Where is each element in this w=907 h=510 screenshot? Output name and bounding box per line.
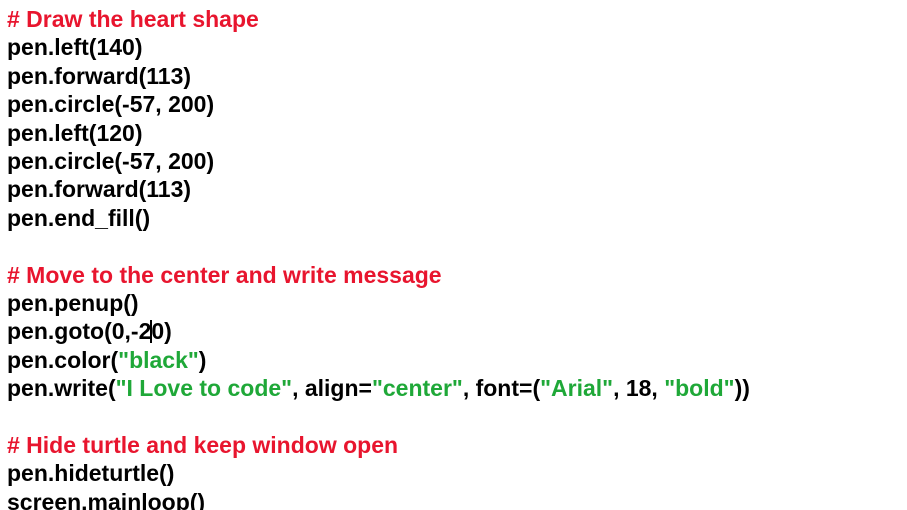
code-token: pen.hideturtle() bbox=[7, 460, 175, 487]
code-token: pen.color( bbox=[7, 346, 119, 373]
comment-token: # Hide turtle and keep window open bbox=[7, 431, 399, 458]
string-token: "bold" bbox=[664, 375, 735, 402]
code-token: screen.mainloop() bbox=[7, 488, 206, 510]
code-line[interactable]: pen.goto(0,-20) bbox=[7, 317, 907, 345]
code-line[interactable]: # Draw the heart shape bbox=[7, 5, 907, 33]
string-token: "I Love to code" bbox=[115, 375, 293, 402]
code-line[interactable]: pen.forward(113) bbox=[7, 175, 907, 203]
text-cursor bbox=[150, 320, 153, 344]
code-line[interactable]: screen.mainloop() bbox=[7, 488, 907, 510]
code-token: , align= bbox=[292, 375, 372, 402]
code-token: pen.left(120) bbox=[7, 119, 143, 146]
code-token: pen.end_fill() bbox=[7, 204, 151, 231]
code-token: pen.write( bbox=[7, 375, 116, 402]
comment-token: # Draw the heart shape bbox=[7, 6, 259, 32]
code-token: )) bbox=[734, 375, 750, 402]
code-line[interactable]: pen.circle(-57, 200) bbox=[7, 90, 907, 118]
code-token: 0) bbox=[151, 318, 172, 345]
code-token: , 18, bbox=[613, 375, 665, 402]
code-token: pen.penup() bbox=[7, 289, 139, 316]
code-token: ) bbox=[198, 346, 207, 373]
code-token: pen.left(140) bbox=[7, 34, 143, 61]
blank-line[interactable] bbox=[7, 402, 907, 430]
code-token: pen.circle(-57, 200) bbox=[7, 147, 215, 174]
code-line[interactable]: pen.left(140) bbox=[7, 33, 907, 61]
code-token: , font=( bbox=[462, 375, 541, 402]
code-token: pen.forward(113) bbox=[7, 176, 192, 203]
string-token: "black" bbox=[118, 346, 199, 373]
code-token: pen.forward(113) bbox=[7, 62, 192, 89]
code-line[interactable]: # Hide turtle and keep window open bbox=[7, 431, 907, 459]
code-token: pen.goto(0,-2 bbox=[7, 318, 152, 345]
code-line[interactable]: # Move to the center and write message bbox=[7, 261, 907, 289]
code-line[interactable]: pen.left(120) bbox=[7, 119, 907, 147]
code-line[interactable]: pen.end_fill() bbox=[7, 204, 907, 232]
code-line[interactable]: pen.hideturtle() bbox=[7, 459, 907, 487]
code-token: pen.circle(-57, 200) bbox=[7, 91, 215, 118]
code-line[interactable]: pen.forward(113) bbox=[7, 62, 907, 90]
blank-line[interactable] bbox=[7, 232, 907, 260]
code-line[interactable]: pen.color("black") bbox=[7, 346, 907, 374]
code-line[interactable]: pen.circle(-57, 200) bbox=[7, 147, 907, 175]
comment-token: # Move to the center and write message bbox=[7, 261, 442, 288]
string-token: "Arial" bbox=[540, 375, 614, 402]
code-line[interactable]: pen.write("I Love to code", align="cente… bbox=[7, 374, 907, 402]
string-token: "center" bbox=[371, 375, 463, 402]
code-line[interactable]: pen.penup() bbox=[7, 289, 907, 317]
